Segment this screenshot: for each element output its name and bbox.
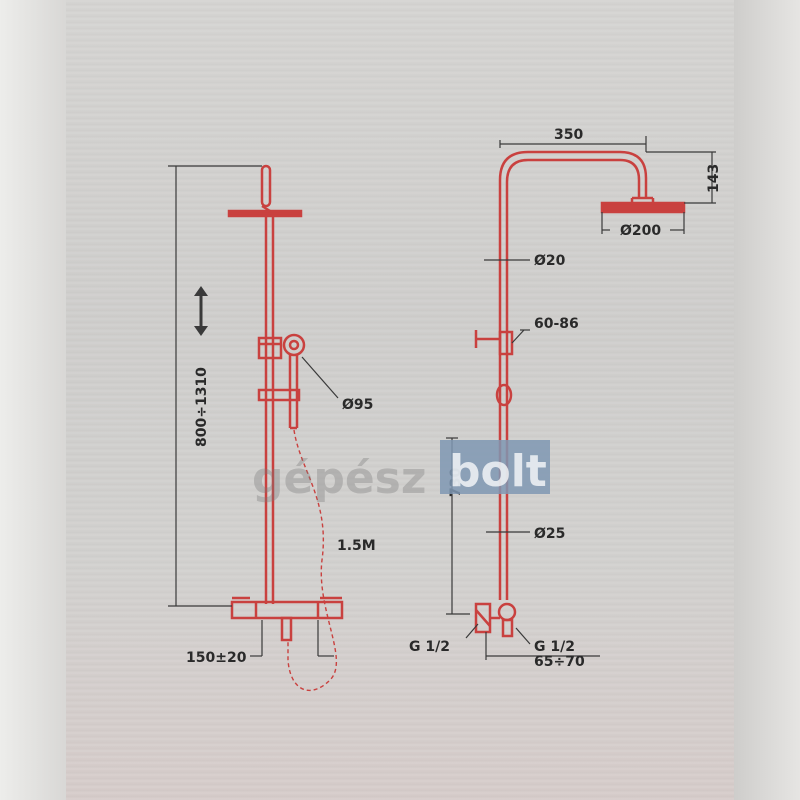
left-view-product <box>227 164 344 642</box>
label-upper-pipe: Ø20 <box>534 253 566 269</box>
label-inlet-left: G 1/2 <box>409 639 450 655</box>
label-hose-length: 1.5M <box>337 538 376 554</box>
riser-arm-inner <box>505 158 641 600</box>
label-head-diameter: Ø200 <box>620 223 661 239</box>
catalog-sheet <box>66 0 734 800</box>
label-arm-length: 350 <box>554 127 583 143</box>
left-view-dimensions <box>168 165 339 657</box>
label-wall-offset: 65÷70 <box>534 654 585 670</box>
label-lower-pipe: Ø25 <box>534 526 565 542</box>
mixer-handle <box>501 618 514 638</box>
label-drop: 143 <box>706 164 722 193</box>
watermark-logo: gépész bolt <box>252 440 550 504</box>
label-handset-diameter: Ø95 <box>342 397 373 413</box>
right-view-product <box>474 150 686 638</box>
slider-holder <box>257 336 283 360</box>
label-bracket-range: 60-86 <box>534 316 579 332</box>
watermark-text-1: gépész <box>252 453 426 504</box>
lower-holder <box>257 388 301 402</box>
handset-head <box>282 333 306 357</box>
hose-dashed <box>287 429 338 692</box>
slider-knob <box>495 383 513 407</box>
label-center-distance: 150±20 <box>186 650 247 666</box>
watermark-box <box>440 440 550 494</box>
label-inlet-right: G 1/2 <box>534 639 575 655</box>
bottom-outlet <box>280 616 293 642</box>
label-height-range: 800÷1310 <box>194 367 210 447</box>
top-nozzle <box>260 164 272 208</box>
shower-head-side <box>227 209 303 218</box>
riser-arm-outer <box>498 150 648 600</box>
right-view-dimensions <box>446 136 716 660</box>
watermark-text-2: bolt <box>449 446 547 497</box>
shower-head <box>600 201 686 214</box>
